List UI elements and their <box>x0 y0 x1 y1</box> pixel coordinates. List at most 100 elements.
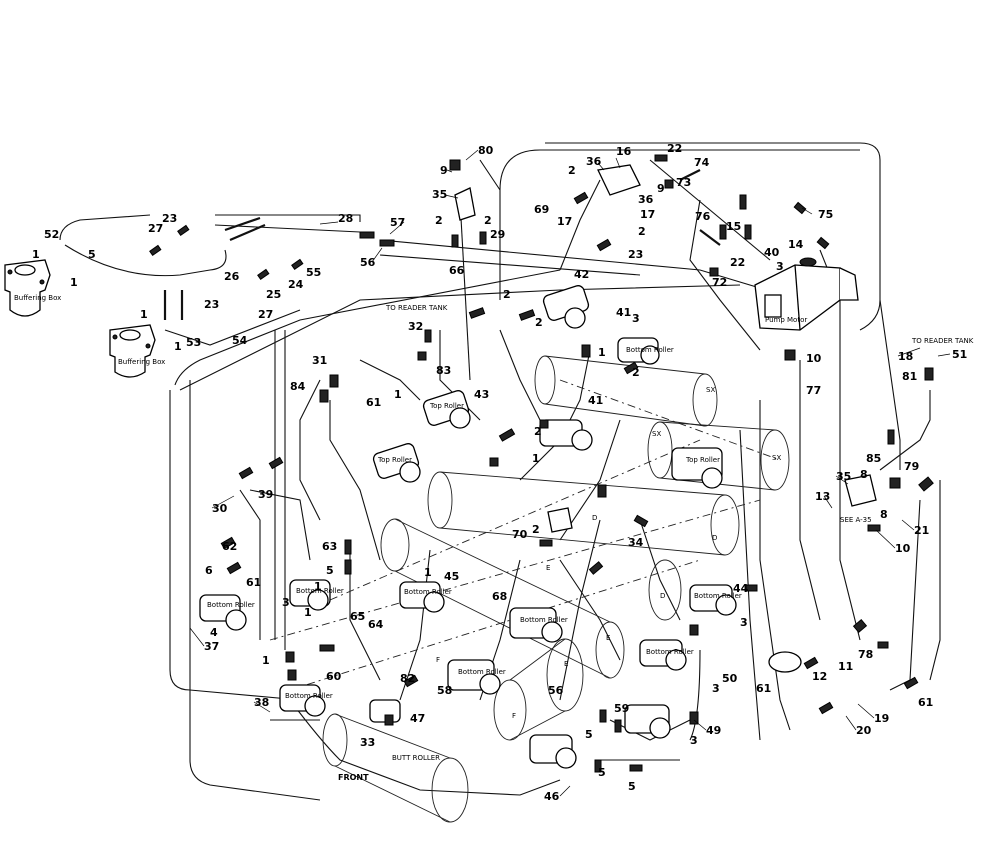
motor-bottom-1 <box>542 285 590 329</box>
callout-20: 20 <box>856 724 872 737</box>
callout-64: 64 <box>368 618 384 631</box>
callout-1: 1 <box>424 566 432 579</box>
callout-31: 31 <box>312 354 327 367</box>
callout-1: 1 <box>32 248 40 261</box>
callout-52: 52 <box>44 228 59 241</box>
motor-bottom-4: Bottom Roller <box>199 594 255 631</box>
callout-58: 58 <box>437 684 452 697</box>
callout-3: 3 <box>712 682 720 695</box>
callout-2: 2 <box>435 214 443 227</box>
svg-text:Bottom Roller: Bottom Roller <box>458 668 506 676</box>
callout-39: 39 <box>258 488 273 501</box>
motor-bottom-8: Bottom Roller <box>447 659 506 695</box>
callout-46: 46 <box>544 790 560 803</box>
svg-text:Bottom Roller: Bottom Roller <box>646 648 694 656</box>
svg-text:SX: SX <box>652 430 661 438</box>
svg-text:Bottom Roller: Bottom Roller <box>285 692 333 700</box>
callout-8: 8 <box>860 468 868 481</box>
callout-1: 1 <box>174 340 182 353</box>
svg-text:Top Roller: Top Roller <box>377 456 412 464</box>
motor-bottom-9: Bottom Roller <box>639 639 694 671</box>
callout-61: 61 <box>756 682 771 695</box>
callout-27: 23 <box>162 212 177 225</box>
callout-3: 3 <box>632 312 640 325</box>
callout-2: 2 <box>638 225 646 238</box>
manifold-blocks <box>454 164 877 533</box>
callout-2: 2 <box>532 523 540 536</box>
callout-83: 83 <box>436 364 451 377</box>
callout-3: 3 <box>690 734 698 747</box>
callout-85: 85 <box>866 452 881 465</box>
callout-34: 34 <box>628 536 644 549</box>
buffering-box-1: Buffering Box <box>4 259 61 317</box>
callout-36: 36 <box>638 193 654 206</box>
callout-21: 21 <box>914 524 929 537</box>
motor-top-3: Top Roller <box>671 447 723 489</box>
svg-text:Bottom Roller: Bottom Roller <box>296 587 344 595</box>
callout-51: 51 <box>952 348 967 361</box>
callout-40: 40 <box>764 246 780 259</box>
callout-11: 11 <box>838 660 853 673</box>
callout-81: 81 <box>902 370 917 383</box>
callout-1: 1 <box>304 606 312 619</box>
motor-bottom-6: Bottom Roller <box>399 581 452 613</box>
pump-assembly: Pump Motor <box>754 257 859 331</box>
callout-30: 30 <box>212 502 228 515</box>
callout-2: 2 <box>568 164 576 177</box>
svg-text:Bottom Roller: Bottom Roller <box>694 592 742 600</box>
callout-22: 22 <box>730 256 745 269</box>
callout-70: 70 <box>512 528 528 541</box>
callout-49: 49 <box>706 724 721 737</box>
callout-55: 55 <box>306 266 321 279</box>
callout-35: 35 <box>432 188 447 201</box>
callout-2: 2 <box>535 316 543 329</box>
callout-2: 2 <box>534 425 542 438</box>
callout-36: 36 <box>586 155 602 168</box>
svg-text:D: D <box>592 514 597 522</box>
callout-1: 1 <box>394 388 402 401</box>
callout-2: 2 <box>484 214 492 227</box>
callout-73: 73 <box>676 176 691 189</box>
buffering-box-label-1: Buffering Box <box>14 294 61 302</box>
callout-80: 80 <box>478 144 494 157</box>
callout-19: 19 <box>874 712 889 725</box>
callout-6: 6 <box>205 564 213 577</box>
callout-2: 2 <box>632 366 640 379</box>
callout-10: 10 <box>895 542 911 555</box>
callout-57: 57 <box>390 216 405 229</box>
callout-1: 1 <box>532 452 540 465</box>
callout-41: 41 <box>616 306 631 319</box>
hose-network <box>59 142 941 801</box>
callout-43: 43 <box>474 388 489 401</box>
motor-bottom-10: Bottom Roller <box>689 584 742 616</box>
callout-61: 61 <box>366 396 381 409</box>
callout-44: 44 <box>733 582 749 595</box>
svg-text:E: E <box>564 660 568 668</box>
callout-37: 37 <box>204 640 219 653</box>
svg-text:F: F <box>512 712 516 720</box>
pump-label: Pump Motor <box>765 316 807 324</box>
callout-50: 50 <box>722 672 738 685</box>
svg-text:E: E <box>606 634 610 642</box>
callout-22: 22 <box>667 142 682 155</box>
callout-23: 29 <box>490 228 505 241</box>
callouts: 80 9 35 2 2 66 16 36 2 22 74 9 73 69 17 … <box>32 142 967 803</box>
callout-1: 1 <box>314 580 322 593</box>
callout-28: 28 <box>338 212 353 225</box>
callout-12: 12 <box>812 670 827 683</box>
to-reader-tank-label: TO READER TANK <box>385 304 448 312</box>
svg-text:Top Roller: Top Roller <box>685 456 720 464</box>
front-label: FRONT <box>338 773 369 782</box>
callout-3: 3 <box>776 260 784 273</box>
callout-75: 75 <box>818 208 833 221</box>
callout-15: 15 <box>726 220 741 233</box>
callout-82: 82 <box>400 672 415 685</box>
svg-text:SX: SX <box>706 386 715 394</box>
callout-1: 1 <box>70 276 78 289</box>
svg-text:Bottom Roller: Bottom Roller <box>520 616 568 624</box>
callout-45: 45 <box>444 570 459 583</box>
motor-bottom-11: Bottom Roller <box>279 684 333 717</box>
callout-1: 1 <box>262 654 270 667</box>
svg-text:Top Roller: Top Roller <box>429 402 464 410</box>
